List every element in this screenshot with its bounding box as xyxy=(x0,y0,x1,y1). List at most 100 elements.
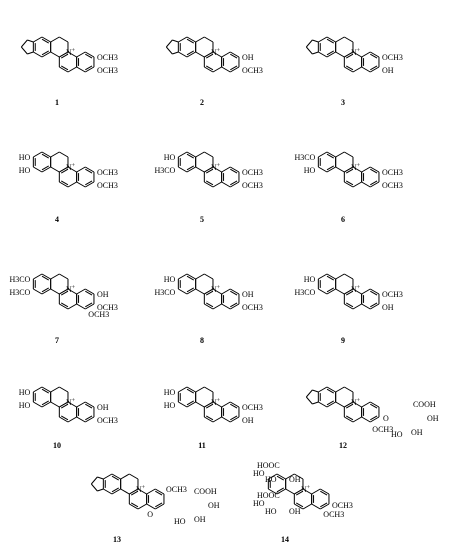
bond xyxy=(212,303,222,310)
atom-label: H3CO xyxy=(294,153,315,162)
bond xyxy=(361,181,371,188)
bond xyxy=(90,476,98,485)
atom-label: H3CO xyxy=(294,288,315,297)
bond xyxy=(76,416,86,423)
bond xyxy=(370,302,378,308)
bond xyxy=(361,66,371,73)
bond xyxy=(120,488,130,495)
nitrogen-atom: N+ xyxy=(351,398,361,407)
atom-label: H3CO xyxy=(9,275,30,284)
bond xyxy=(111,487,120,493)
bond xyxy=(344,66,354,73)
bond xyxy=(59,51,69,58)
atom-label: H3CO xyxy=(154,166,175,175)
bond xyxy=(172,39,179,43)
bond xyxy=(344,51,354,58)
bond xyxy=(129,473,139,480)
bond xyxy=(85,403,93,409)
bond xyxy=(33,151,43,158)
atom-label: OCH3 xyxy=(242,168,263,177)
bond xyxy=(352,288,362,295)
bond xyxy=(345,403,354,409)
bond xyxy=(204,288,214,295)
bond xyxy=(155,490,163,496)
bond xyxy=(318,401,328,408)
bond xyxy=(230,290,238,296)
bond xyxy=(186,386,196,393)
bond xyxy=(312,401,319,405)
bond xyxy=(285,473,295,480)
bond xyxy=(186,153,195,159)
bond xyxy=(326,50,335,56)
atom-label: HO xyxy=(164,153,176,162)
bond xyxy=(205,415,214,421)
bond xyxy=(305,396,313,405)
bond xyxy=(67,51,77,58)
bond xyxy=(212,416,222,423)
bond xyxy=(59,386,69,393)
bond xyxy=(345,415,354,421)
bond xyxy=(186,50,195,56)
bond xyxy=(137,488,147,495)
atom-label: HO xyxy=(265,475,277,484)
compound-number: 8 xyxy=(200,336,204,345)
bond xyxy=(370,403,378,409)
bond xyxy=(137,503,147,510)
bond xyxy=(326,287,335,293)
bond xyxy=(345,302,354,308)
bond xyxy=(230,403,238,409)
bond xyxy=(318,386,328,393)
bond xyxy=(60,180,69,186)
atom-label: COOH xyxy=(413,400,436,409)
bond xyxy=(186,288,196,295)
atom-label: OH xyxy=(208,501,220,510)
bond xyxy=(204,303,214,310)
bond xyxy=(41,153,50,159)
nitrogen-atom: N+ xyxy=(301,485,311,494)
bond xyxy=(302,503,312,510)
bond xyxy=(50,273,60,280)
bond xyxy=(90,483,98,492)
atom-label: OCH3 xyxy=(332,501,353,510)
bond xyxy=(67,181,77,188)
bond xyxy=(361,416,371,423)
bond xyxy=(221,181,231,188)
bond xyxy=(178,288,188,295)
compound-number: 4 xyxy=(55,215,59,224)
bond xyxy=(76,181,86,188)
bond xyxy=(178,401,188,408)
bond xyxy=(294,503,304,510)
bond xyxy=(352,416,362,423)
bond xyxy=(294,488,304,495)
bond xyxy=(344,181,354,188)
bond xyxy=(335,288,345,295)
bond xyxy=(20,39,28,48)
bond xyxy=(41,273,51,280)
bond xyxy=(59,401,69,408)
bond xyxy=(186,151,196,158)
bond xyxy=(345,53,354,59)
bond xyxy=(221,288,231,295)
bond xyxy=(361,401,371,408)
bond xyxy=(205,53,214,59)
bond xyxy=(178,36,188,43)
bond xyxy=(302,488,312,495)
bond xyxy=(344,386,354,393)
bond xyxy=(85,401,95,408)
bond xyxy=(361,51,371,58)
bond xyxy=(204,401,214,408)
atom-label: HO xyxy=(19,388,31,397)
bond xyxy=(204,181,214,188)
atom-label: OH xyxy=(427,414,439,423)
atom-label: OCH3 xyxy=(382,53,403,62)
bond xyxy=(155,488,165,495)
bond xyxy=(205,403,214,409)
bond xyxy=(67,401,77,408)
nitrogen-atom: N+ xyxy=(66,48,76,57)
nitrogen-atom: N+ xyxy=(211,163,221,172)
nitrogen-atom: N+ xyxy=(351,163,361,172)
bond xyxy=(370,53,378,59)
bond xyxy=(60,65,69,71)
